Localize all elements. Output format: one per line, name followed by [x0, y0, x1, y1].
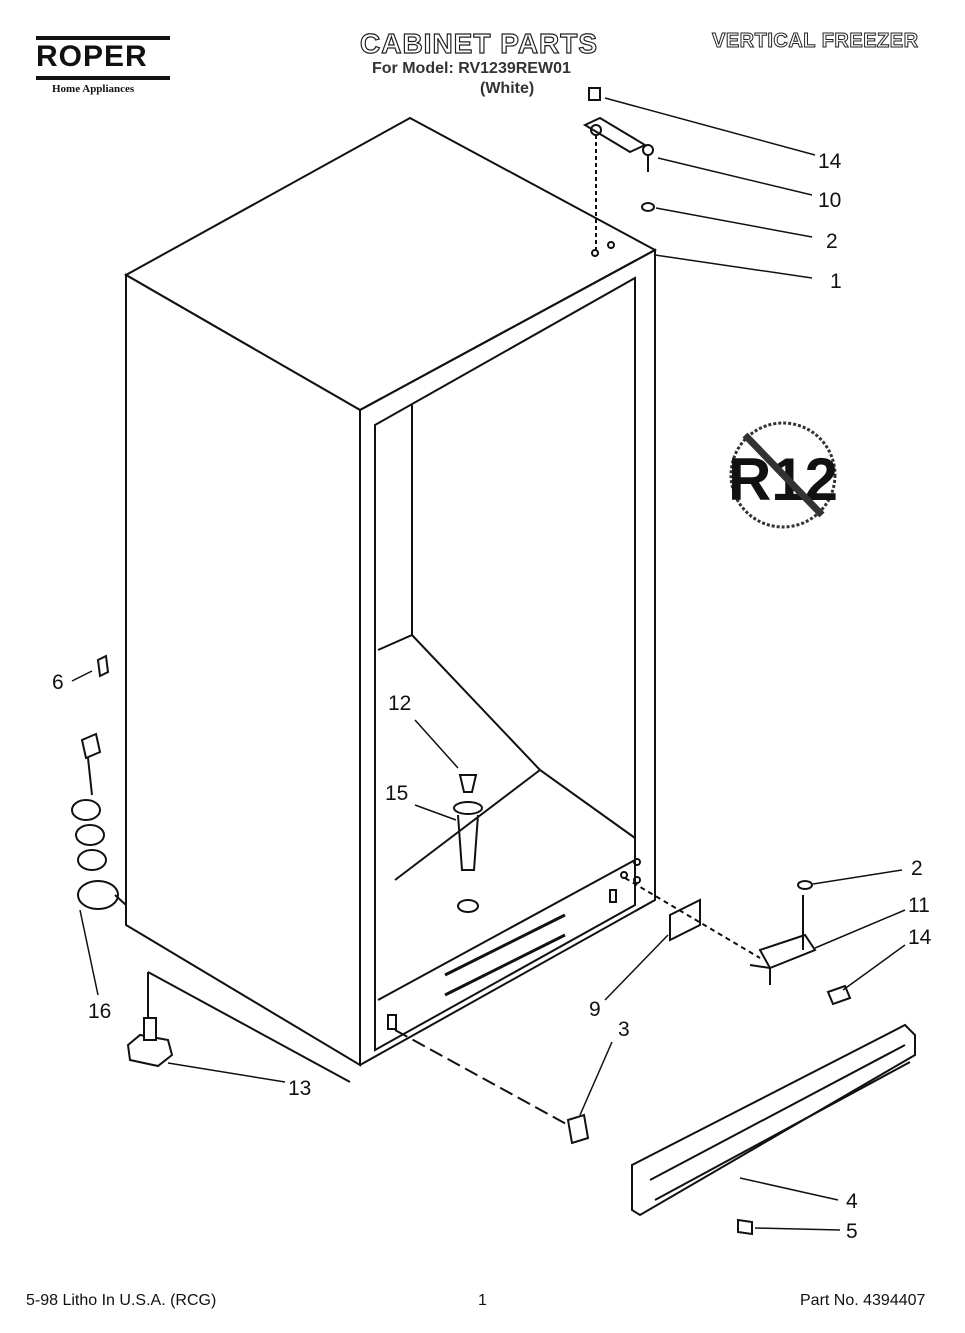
callout-2-bottom: 2 — [911, 857, 923, 880]
callout-10: 10 — [818, 189, 842, 212]
cabinet-side — [125, 273, 361, 1067]
cabinet-front — [359, 248, 656, 1066]
cabinet-opening — [374, 276, 636, 1052]
callout-11: 11 — [908, 894, 930, 917]
callout-1: 1 — [830, 270, 842, 293]
brand-logo: ROPER — [36, 40, 148, 73]
footer-part-number: Part No. 4394407 — [800, 1292, 926, 1309]
category-label: VERTICAL FREEZER — [712, 30, 919, 53]
no-r12-badge: R12 — [728, 421, 838, 529]
callout-12: 12 — [388, 692, 412, 715]
brand-tagline: Home Appliances — [52, 83, 135, 95]
callout-3: 3 — [618, 1018, 630, 1041]
footer-page-number: 1 — [478, 1292, 487, 1309]
callout-15: 15 — [385, 782, 409, 805]
callout-14-bottom: 14 — [908, 926, 932, 949]
callout-13: 13 — [288, 1077, 312, 1100]
callout-16: 16 — [88, 1000, 112, 1023]
callout-9: 9 — [589, 998, 601, 1021]
callout-5: 5 — [846, 1220, 858, 1243]
callout-2-top: 2 — [826, 230, 838, 253]
model-line: For Model: RV1239REW01 — [372, 60, 571, 77]
callout-4: 4 — [846, 1190, 858, 1213]
logo-rule-bottom — [36, 76, 170, 80]
callout-6: 6 — [52, 671, 64, 694]
variant-label: (White) — [480, 80, 535, 97]
callout-14-top: 14 — [818, 150, 842, 173]
page-title: CABINET PARTS — [359, 27, 599, 59]
footer-print-info: 5-98 Litho In U.S.A. (RCG) — [26, 1292, 217, 1309]
logo-rule-top — [36, 36, 170, 40]
